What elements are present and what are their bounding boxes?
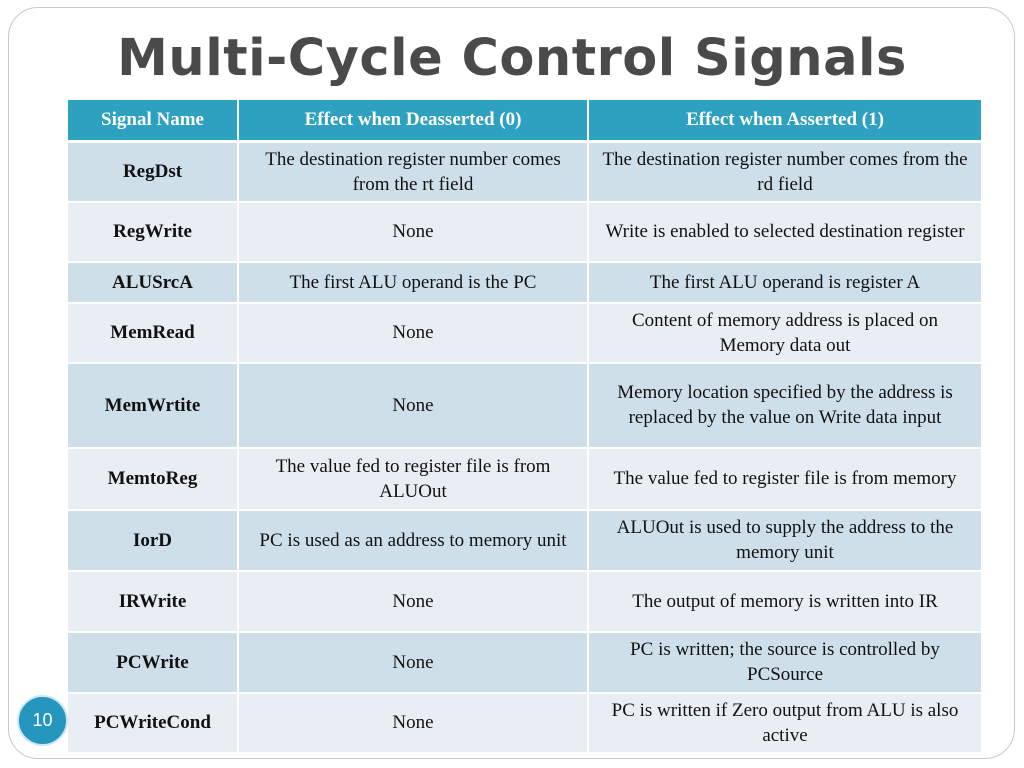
signal-name-cell: IRWrite bbox=[68, 570, 239, 633]
deasserted-effect-cell: None bbox=[238, 692, 589, 754]
table-row: RegDst The destination register number c… bbox=[68, 141, 981, 203]
asserted-effect-cell: ALUOut is used to supply the address to … bbox=[588, 509, 981, 572]
signal-name-cell: IorD bbox=[68, 509, 239, 572]
deasserted-effect-cell: The value fed to register file is from A… bbox=[238, 447, 589, 511]
table-row: MemtoReg The value fed to register file … bbox=[68, 447, 981, 511]
deasserted-effect-cell: None bbox=[238, 362, 589, 449]
signal-name-cell: MemtoReg bbox=[68, 447, 239, 511]
signal-name-cell: MemRead bbox=[68, 302, 239, 364]
deasserted-effect-cell: PC is used as an address to memory unit bbox=[238, 509, 589, 572]
asserted-effect-cell: The output of memory is written into IR bbox=[588, 570, 981, 633]
asserted-effect-cell: The destination register number comes fr… bbox=[588, 141, 981, 203]
table-row: PCWriteCond None PC is written if Zero o… bbox=[68, 692, 981, 754]
table-row: PCWrite None PC is written; the source i… bbox=[68, 631, 981, 694]
deasserted-effect-cell: None bbox=[238, 201, 589, 263]
signal-name-cell: RegWrite bbox=[68, 201, 239, 263]
deasserted-effect-cell: The destination register number comes fr… bbox=[238, 141, 589, 203]
asserted-effect-cell: The value fed to register file is from m… bbox=[588, 447, 981, 511]
asserted-effect-cell: PC is written if Zero output from ALU is… bbox=[588, 692, 981, 754]
signal-name-cell: PCWriteCond bbox=[68, 692, 239, 754]
column-header-asserted: Effect when Asserted (1) bbox=[588, 100, 981, 143]
deasserted-effect-cell: None bbox=[238, 570, 589, 633]
page-title: Multi-Cycle Control Signals bbox=[117, 29, 907, 88]
control-signals-table: Signal Name Effect when Deasserted (0) E… bbox=[68, 100, 981, 754]
deasserted-effect-cell: None bbox=[238, 631, 589, 694]
table-row: ALUSrcA The first ALU operand is the PC … bbox=[68, 261, 981, 304]
asserted-effect-cell: The first ALU operand is register A bbox=[588, 261, 981, 304]
asserted-effect-cell: Content of memory address is placed on M… bbox=[588, 302, 981, 364]
signal-name-cell: ALUSrcA bbox=[68, 261, 239, 304]
signal-name-cell: RegDst bbox=[68, 141, 239, 203]
asserted-effect-cell: Memory location specified by the address… bbox=[588, 362, 981, 449]
deasserted-effect-cell: None bbox=[238, 302, 589, 364]
table-row: IRWrite None The output of memory is wri… bbox=[68, 570, 981, 633]
table-row: MemWrtite None Memory location specified… bbox=[68, 362, 981, 449]
table-row: IorD PC is used as an address to memory … bbox=[68, 509, 981, 572]
table-row: MemRead None Content of memory address i… bbox=[68, 302, 981, 364]
table-header-row: Signal Name Effect when Deasserted (0) E… bbox=[68, 100, 981, 143]
column-header-signal-name: Signal Name bbox=[68, 100, 239, 143]
deasserted-effect-cell: The first ALU operand is the PC bbox=[238, 261, 589, 304]
asserted-effect-cell: PC is written; the source is controlled … bbox=[588, 631, 981, 694]
column-header-deasserted: Effect when Deasserted (0) bbox=[238, 100, 589, 143]
slide-number-badge: 10 bbox=[17, 695, 68, 746]
signal-name-cell: PCWrite bbox=[68, 631, 239, 694]
asserted-effect-cell: Write is enabled to selected destination… bbox=[588, 201, 981, 263]
table-row: RegWrite None Write is enabled to select… bbox=[68, 201, 981, 263]
signal-name-cell: MemWrtite bbox=[68, 362, 239, 449]
